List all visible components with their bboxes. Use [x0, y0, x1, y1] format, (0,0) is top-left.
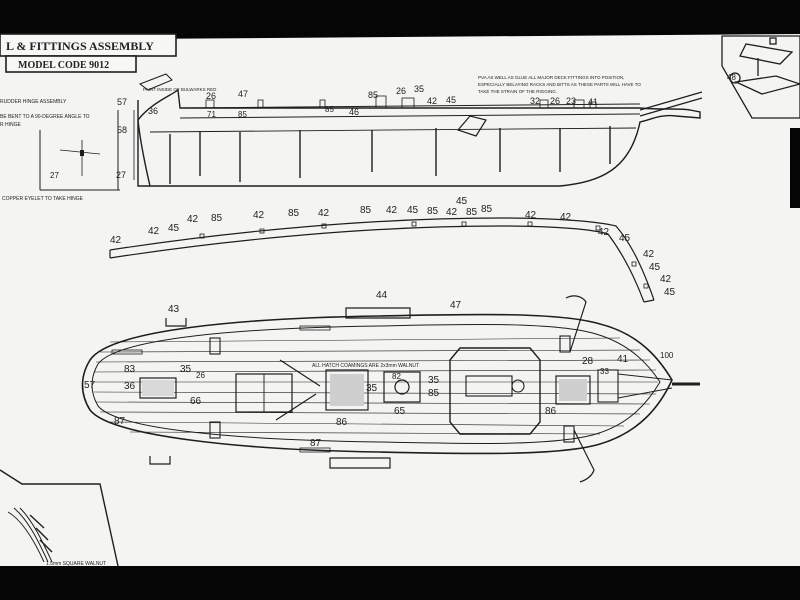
rail-label: 85 [288, 208, 300, 219]
rail-label: 85 [360, 205, 372, 216]
rail-label: 45 [168, 223, 180, 234]
hull-side-profile [133, 73, 703, 187]
rail-label: 85 [427, 206, 439, 217]
hull-label: 57 [117, 97, 127, 107]
rail-label: 42 [318, 208, 330, 219]
deck-label: 82 [392, 372, 401, 381]
rail-label: 42 [386, 205, 398, 216]
deck-label: 43 [168, 304, 180, 315]
deck-label: 86 [545, 406, 557, 417]
rail-label: 42 [110, 235, 122, 246]
note-bent-line: BE BENT TO A 90-DEGREE ANGLE TO [0, 114, 90, 120]
title-line2: MODEL CODE 9012 [18, 60, 109, 71]
rail-label: 45 [664, 287, 676, 298]
deck-label: 35 [366, 383, 378, 394]
deck-label: 41 [617, 354, 629, 365]
deck-label: 35 [180, 364, 192, 375]
bottom-left-inset [0, 469, 119, 567]
deck-label: 65 [394, 406, 406, 417]
deck-label: 57 [84, 380, 96, 391]
rail-label: 45 [649, 262, 661, 273]
right-inset-panel [721, 35, 800, 208]
rail-label: 85 [211, 213, 223, 224]
deck-label: 35 [428, 375, 440, 386]
deck-label: 47 [450, 300, 462, 311]
deck-label: 66 [190, 396, 202, 407]
hull-label: 23 [566, 96, 576, 106]
hull-label: 71 [207, 110, 216, 119]
deck-label: 33 [600, 367, 609, 376]
rail-label: 42 [643, 249, 655, 260]
note-pva-2: ESPECIALLY BELAYING RACKS AND BITTS AS T… [478, 82, 641, 87]
rail-label: 42 [187, 214, 199, 225]
hull-label: 47 [238, 89, 248, 99]
paper-sheet [0, 34, 800, 566]
hull-label: 36 [148, 106, 158, 116]
hull-label: 26 [206, 91, 216, 101]
note-paint-inside: PAINT INSIDE OF BULWARKS RED [143, 87, 217, 92]
hull-label: 27 [116, 170, 126, 180]
deck-plan [81, 295, 700, 483]
deck-label: 87 [310, 438, 322, 449]
deck-label: 100 [660, 351, 674, 360]
rudder-hinge-detail: RUDDER HINGE ASSEMBLY BE BENT TO A 90-DE… [0, 99, 120, 202]
deck-label: 86 [336, 417, 348, 428]
note-copper-eyelet: COPPER EYELET TO TAKE HINGE [2, 196, 84, 202]
note-pva-3: TAKE THE STRAIN OF THE RIGGING. [478, 89, 557, 94]
note-hatch-coamings: ALL HATCH COAMINGS ARE 2x3mm WALNUT [312, 363, 419, 369]
rail-label: 45 [619, 233, 631, 244]
note-pva-1: PVA AS WELL AS GLUE ALL MAJOR DECK FITTI… [478, 75, 625, 80]
hull-label: 42 [427, 96, 437, 106]
hull-label: 41 [588, 97, 598, 107]
deck-label: 36 [124, 381, 136, 392]
note-square-walnut: 1.5mm SQUARE WALNUT [46, 561, 106, 567]
rail-label: 85 [466, 207, 478, 218]
hull-label: 45 [446, 95, 456, 105]
capping-rail [109, 217, 655, 303]
inset-label-48: 48 [727, 73, 736, 82]
hull-label: 46 [349, 107, 359, 117]
rail-label: 42 [525, 210, 537, 221]
rail-label: 42 [598, 227, 610, 238]
rail-label: 45 [407, 205, 419, 216]
note-rudder-hinge: RUDDER HINGE ASSEMBLY [0, 99, 67, 105]
rail-label: 42 [560, 212, 572, 223]
rail-label: 85 [481, 204, 493, 215]
deck-label: 28 [582, 356, 594, 367]
hull-label: 85 [325, 105, 334, 114]
hull-label: 26 [396, 86, 406, 96]
title-block: L & FITTINGS ASSEMBLY MODEL CODE 9012 [0, 33, 177, 73]
rail-label: 42 [148, 226, 160, 237]
deck-label: 44 [376, 290, 388, 301]
hull-label: 58 [117, 125, 127, 135]
rail-label: 42 [446, 207, 458, 218]
hull-label: 27 [50, 171, 59, 180]
title-line1: L & FITTINGS ASSEMBLY [6, 39, 154, 53]
rail-label: 42 [660, 274, 672, 285]
rail-label: 45 [456, 196, 468, 207]
hull-label: 26 [550, 96, 560, 106]
hull-label: 85 [238, 110, 247, 119]
deck-label: 83 [124, 364, 136, 375]
rail-label: 42 [253, 210, 265, 221]
deck-label: 26 [196, 371, 205, 380]
hull-label: 85 [368, 90, 378, 100]
hull-label: 32 [530, 96, 540, 106]
deck-label: 85 [428, 388, 440, 399]
hull-label: 35 [414, 84, 424, 94]
deck-label: 87 [114, 416, 126, 427]
note-hinge-line: R HINGE [0, 122, 22, 128]
